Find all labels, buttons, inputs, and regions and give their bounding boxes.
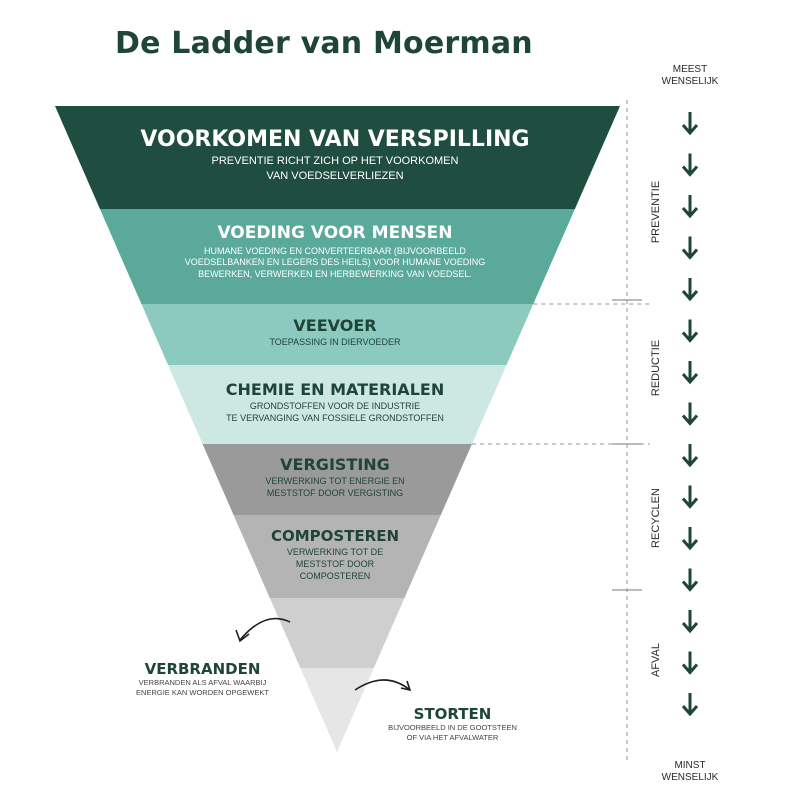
outlet-verbranden: VERBRANDEN VERBRANDEN ALS AFVAL WAARBIJ … [115,660,290,698]
outlet-description: OF VIA HET AFVALWATER [406,733,499,742]
level-voeding: VOEDING VOOR MENSEN HUMANE VOEDING EN CO… [100,223,570,281]
level-vergisting: VERGISTING VERWERKING TOT ENERGIE EN MES… [220,455,450,500]
level-description: VERWERKING TOT DE [286,547,384,558]
down-arrow-icon [681,444,699,468]
level-description: TOEPASSING IN DIERVOEDER [269,337,401,348]
outlet-heading: VERBRANDEN [144,660,261,678]
scale-arrows [681,112,699,717]
level-heading: VOORKOMEN VAN VERSPILLING [140,127,530,152]
level-description: VAN VOEDSELVERLIEZEN [266,169,404,182]
level-voorkomen: VOORKOMEN VAN VERSPILLING PREVENTIE RICH… [100,127,570,183]
scale-bottom-line: WENSELIJK [661,772,719,783]
level-description: MESTSTOF DOOR VERGISTING [266,488,404,499]
scale-top-label: MEEST WENSELIJK [650,64,730,88]
level-heading: CHEMIE EN MATERIALEN [225,380,445,399]
scale-bottom-line: MINST [674,760,706,771]
down-arrow-icon [681,527,699,551]
level-heading: COMPOSTEREN [270,527,400,545]
scale-bottom-label: MINST WENSELIJK [650,760,730,784]
band-vergisting [202,444,472,515]
band-voeding [99,209,575,304]
down-arrow-icon [681,651,699,675]
band-veevoer [141,304,534,365]
down-arrow-icon [681,278,699,302]
down-arrow-icon [681,693,699,717]
outlet-arrows [235,617,412,692]
scale-top-line: MEEST [672,64,708,75]
level-description: COMPOSTEREN [299,570,371,581]
level-description: BEWERKEN, VERWERKEN EN HERBEWERKING VAN … [198,268,472,279]
level-veevoer: VEEVOER TOEPASSING IN DIERVOEDER [150,316,520,349]
level-composteren: COMPOSTEREN VERWERKING TOT DE MESTSTOF D… [240,527,430,582]
curved-arrow-left-icon [235,617,291,643]
outlet-storten: STORTEN BIJVOORBEELD IN DE GOOTSTEEN OF … [365,705,540,743]
section-reductie: REDUCTIE [650,339,662,397]
section-afval: AFVAL [650,642,662,678]
band-voorkomen [55,106,620,209]
level-heading: VERGISTING [280,455,390,474]
outlet-heading: STORTEN [413,705,492,723]
down-arrow-icon [681,568,699,592]
scale-lines [471,100,650,760]
level-description: GRONDSTOFFEN VOOR DE INDUSTRIE [249,401,421,412]
level-description: PREVENTIE RICHT ZICH OP HET VOORKOMEN [211,155,459,168]
level-heading: VOEDING VOOR MENSEN [217,223,453,243]
level-chemie: CHEMIE EN MATERIALEN GRONDSTOFFEN VOOR D… [150,380,520,425]
down-arrow-icon [681,402,699,426]
down-arrow-icon [681,361,699,385]
diagram-title: De Ladder van Moerman [115,26,533,61]
down-arrow-icon [681,236,699,260]
down-arrow-icon [681,610,699,634]
outlet-description: ENERGIE KAN WORDEN OPGEWEKT [136,688,269,697]
down-arrow-icon [681,195,699,219]
section-recyclen: RECYCLEN [650,488,662,548]
level-description: VERWERKING TOT ENERGIE EN [265,476,405,487]
band-verbranden [269,598,405,668]
down-arrow-icon [681,153,699,177]
down-arrow-icon [681,112,699,136]
level-description: HUMANE VOEDING EN CONVERTEERBAAR (BIJVOO… [204,245,466,256]
level-description: TE VERVANGING VAN FOSSIELE GRONDSTOFFEN [226,413,444,424]
down-arrow-icon [681,319,699,343]
pyramid-bands [55,106,620,752]
outlet-description: BIJVOORBEELD IN DE GOOTSTEEN [388,723,517,732]
level-description: MESTSTOF DOOR [295,558,375,569]
scale-top-line: WENSELIJK [661,76,719,87]
band-composteren [233,515,441,598]
down-arrow-icon [681,485,699,509]
level-heading: VEEVOER [293,316,377,335]
level-description: VOEDSELBANKEN EN LEGERS DES HEILS) VOOR … [184,257,486,268]
outlet-description: VERBRANDEN ALS AFVAL WAARBIJ [138,678,267,687]
band-storten [300,668,374,752]
band-chemie [168,365,507,444]
curved-arrow-right-icon [354,679,412,692]
section-preventie: PREVENTIE [650,180,662,244]
